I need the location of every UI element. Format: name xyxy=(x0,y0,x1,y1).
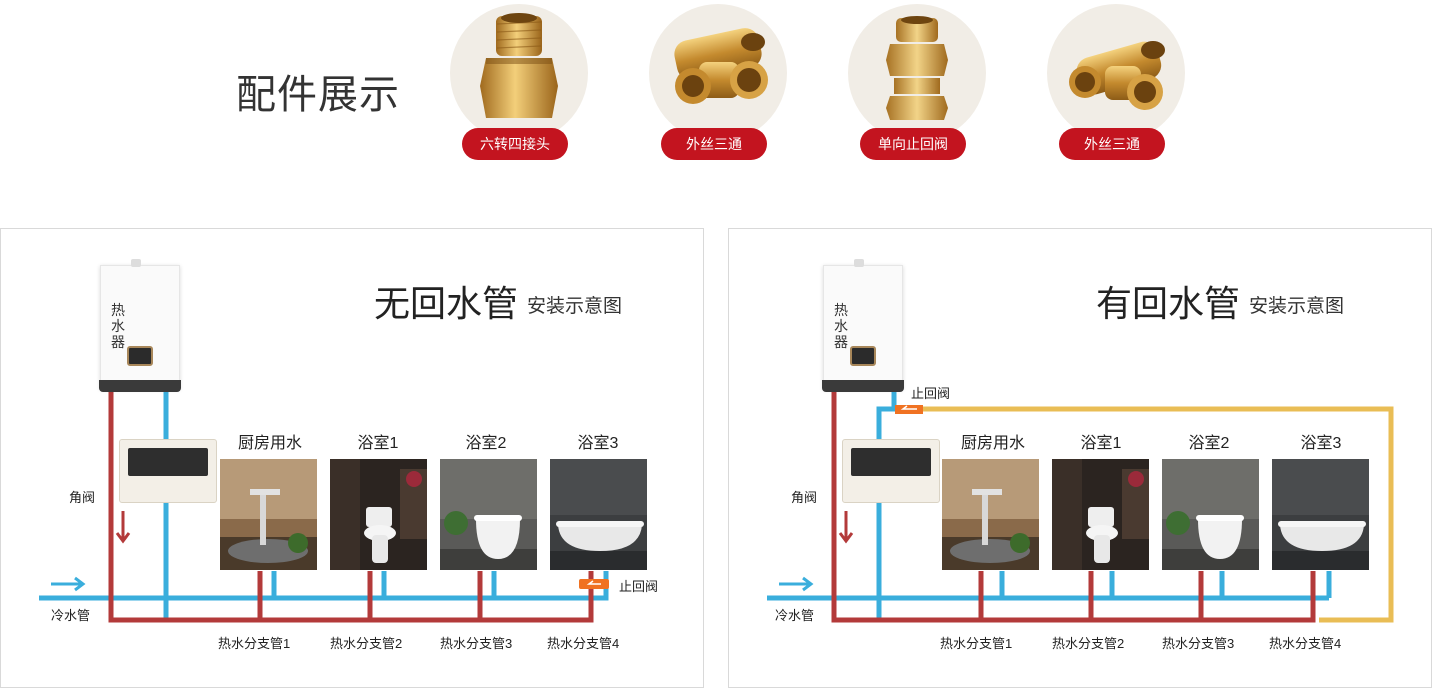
heater-display-icon xyxy=(127,346,153,366)
accessory-label: 外丝三通 xyxy=(1059,128,1165,160)
angle-valve-label: 角阀 xyxy=(791,490,818,505)
branch-label-4: 热水分支管4 xyxy=(1269,636,1342,651)
kitchen-photo xyxy=(942,459,1039,570)
branch-label-1: 热水分支管1 xyxy=(218,636,291,651)
branch-label-2: 热水分支管2 xyxy=(330,636,403,651)
heater-display-icon xyxy=(850,346,876,366)
pump-display-icon xyxy=(128,448,208,476)
pipe-diagram xyxy=(39,385,609,623)
panel-title: 无回水管 xyxy=(374,283,519,324)
panel-subtitle: 安装示意图 xyxy=(1249,296,1345,317)
water-heater: 热水器 xyxy=(99,259,181,392)
bathroom-3-photo xyxy=(550,459,647,570)
check-valve-label: 止回阀 xyxy=(619,579,659,594)
kitchen-photo xyxy=(220,459,317,570)
branch-label-4: 热水分支管4 xyxy=(547,636,620,651)
accessory-label: 单向止回阀 xyxy=(860,128,966,160)
panel-subtitle: 安装示意图 xyxy=(527,296,623,317)
room-label-bath-3: 浴室3 xyxy=(577,435,619,452)
room-label-kitchen: 厨房用水 xyxy=(960,435,1025,452)
accessory-male-tee[interactable]: 外丝三通 xyxy=(649,4,789,164)
accessory-photo xyxy=(848,4,986,142)
accessory-photo xyxy=(649,4,787,142)
circulation-pump xyxy=(842,439,940,503)
check-valve-label: 止回阀 xyxy=(911,386,951,401)
water-heater: 热水器 xyxy=(822,259,904,392)
accessory-photo xyxy=(450,4,588,142)
pump-display-icon xyxy=(851,448,931,476)
heater-label: 热水器 xyxy=(111,302,125,350)
panel-title: 有回水管 xyxy=(1096,283,1241,324)
pipe-diagram xyxy=(767,385,1394,623)
bathroom-2-photo xyxy=(440,459,537,570)
room-label-bath-3: 浴室3 xyxy=(1300,435,1342,452)
angle-valve-label: 角阀 xyxy=(69,490,96,505)
cold-pipe-label: 冷水管 xyxy=(51,608,91,623)
circulation-pump xyxy=(119,439,217,503)
accessory-label: 外丝三通 xyxy=(661,128,767,160)
cold-pipe-label: 冷水管 xyxy=(775,608,815,623)
bathroom-3-photo xyxy=(1272,459,1369,570)
room-label-bath-1: 浴室1 xyxy=(357,435,399,452)
accessory-photo xyxy=(1047,4,1185,142)
room-label-bath-1: 浴室1 xyxy=(1080,435,1122,452)
branch-label-1: 热水分支管1 xyxy=(940,636,1013,651)
bathroom-1-photo xyxy=(1052,459,1149,570)
branch-label-2: 热水分支管2 xyxy=(1052,636,1125,651)
accessory-male-tee[interactable]: 外丝三通 xyxy=(1047,4,1187,164)
branch-label-3: 热水分支管3 xyxy=(1162,636,1235,651)
accessory-label: 六转四接头 xyxy=(462,128,568,160)
section-title: 配件展示 xyxy=(236,73,400,117)
room-label-bath-2: 浴室2 xyxy=(465,435,507,452)
heater-label: 热水器 xyxy=(834,302,848,350)
bathroom-1-photo xyxy=(330,459,427,570)
room-label-kitchen: 厨房用水 xyxy=(237,435,302,452)
diagram-panel-with-return: 有回水管 安装示意图 热水器 止回阀 角阀 冷水管 厨房用水 浴室1 浴室2 浴… xyxy=(728,228,1432,688)
branch-label-3: 热水分支管3 xyxy=(440,636,513,651)
room-label-bath-2: 浴室2 xyxy=(1188,435,1230,452)
accessory-hex-adapter[interactable]: 六转四接头 xyxy=(450,4,590,164)
bathroom-2-photo xyxy=(1162,459,1259,570)
diagram-panel-no-return: 无回水管 安装示意图 热水器 角阀 冷水管 止回阀 厨房用水 浴室1 浴室2 浴… xyxy=(0,228,704,688)
accessory-check-valve[interactable]: 单向止回阀 xyxy=(848,4,988,164)
